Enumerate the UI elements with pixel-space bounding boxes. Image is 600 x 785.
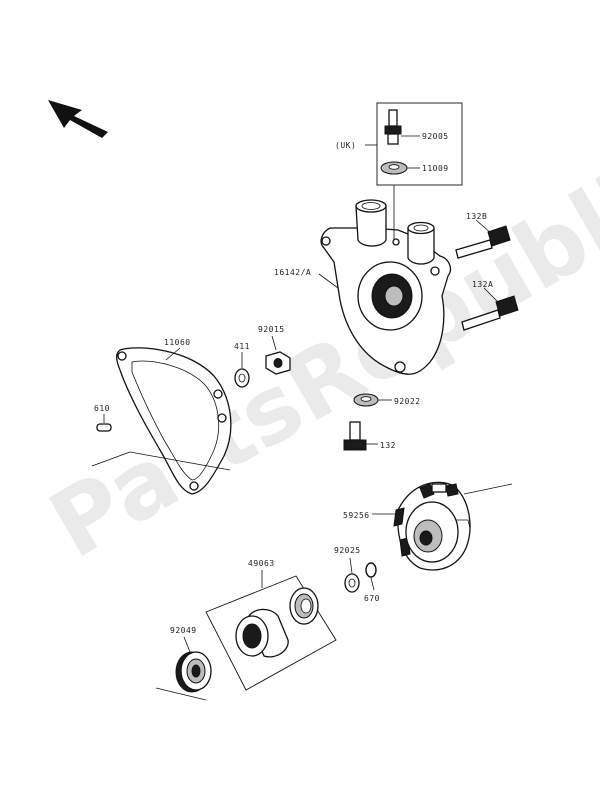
label-92005: 92005 (422, 132, 449, 141)
washer-92025 (344, 557, 360, 593)
label-132b: 132B (466, 212, 487, 221)
label-92022: 92022 (394, 397, 421, 406)
label-92049: 92049 (170, 626, 197, 635)
watermark: PartsRepublik (33, 123, 600, 579)
washer-92022 (353, 393, 392, 407)
label-610: 610 (94, 404, 110, 413)
label-59256: 59256 (343, 511, 370, 520)
bolt-132a (461, 287, 519, 331)
axis-line-bottom (155, 687, 207, 701)
label-49063: 49063 (248, 559, 275, 568)
arrow-up-left-icon (48, 100, 108, 138)
oil-seal-92049 (175, 636, 212, 693)
gasket (115, 347, 232, 495)
label-11009: 11009 (422, 164, 449, 173)
axis-line-left (91, 451, 231, 471)
o-ring-670 (365, 562, 377, 591)
impeller-housing (372, 481, 513, 571)
label-132: 132 (380, 441, 396, 450)
label-16142a: 16142/A (274, 268, 311, 277)
nut-92015 (265, 335, 291, 375)
label-132a: 132A (472, 280, 493, 289)
dowel-pin (96, 414, 112, 432)
label-92025: 92025 (334, 546, 361, 555)
label-670: 670 (364, 594, 380, 603)
drain-bolt-132 (343, 421, 378, 451)
seal-kit (205, 570, 337, 691)
bolt-132b (455, 219, 511, 259)
label-92015: 92015 (258, 325, 285, 334)
pump-cover (318, 185, 452, 375)
label-uk: (UK) (335, 141, 356, 150)
label-11060: 11060 (164, 338, 191, 347)
label-411: 411 (234, 342, 250, 351)
washer-411 (234, 352, 250, 388)
uk-fitting-box (365, 102, 463, 186)
